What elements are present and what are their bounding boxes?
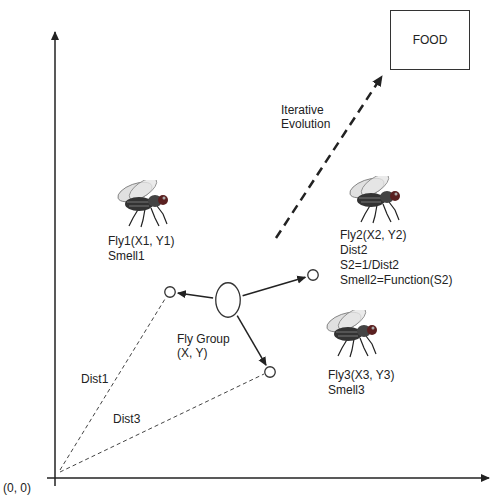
target-box: FOOD	[390, 10, 470, 70]
distance-label: Dist3	[112, 412, 141, 426]
node-title: Fly1(X1, Y1)	[108, 234, 174, 248]
node-outline	[164, 286, 176, 298]
distance-label: Dist1	[80, 372, 109, 386]
distance-line	[60, 374, 264, 472]
arrow-label: Iterative Evolution	[280, 103, 340, 131]
fly-picture	[347, 170, 400, 223]
fly-circle: Fly3(X3, Y3)Smell3	[264, 366, 276, 378]
arrow-connector	[237, 316, 266, 365]
node-title: Fly3(X3, Y3)	[328, 368, 394, 382]
node-text: S2=1/Dist2	[340, 258, 399, 272]
node-outline	[215, 282, 241, 318]
node-outline	[264, 366, 276, 378]
node-title: FOOD	[413, 33, 448, 47]
node-text: Smell1	[108, 249, 145, 263]
fly-circle: Fly1(X1, Y1)Smell1	[164, 286, 176, 298]
arrow-connector	[243, 277, 306, 295]
fly-picture	[115, 174, 168, 227]
node-text: Dist2	[340, 243, 367, 257]
node-outline	[307, 269, 319, 281]
origin-label: (0, 0)	[2, 481, 32, 495]
node-text: Smell2=Function(S2)	[340, 273, 452, 287]
x-axis	[47, 477, 489, 479]
node-title: Fly Group (X, Y)	[177, 332, 241, 360]
evolution-arrow	[276, 76, 382, 238]
distance-line	[60, 299, 165, 470]
node-text: Smell3	[328, 383, 365, 397]
fly-circle: Fly2(X2, Y2)Dist2S2=1/Dist2Smell2=Functi…	[307, 269, 319, 281]
y-axis	[54, 32, 56, 486]
arrow-connector	[178, 293, 213, 298]
fly-picture	[324, 304, 377, 357]
group-ellipse: Fly Group (X, Y)	[215, 282, 241, 318]
node-title: Fly2(X2, Y2)	[340, 228, 406, 242]
